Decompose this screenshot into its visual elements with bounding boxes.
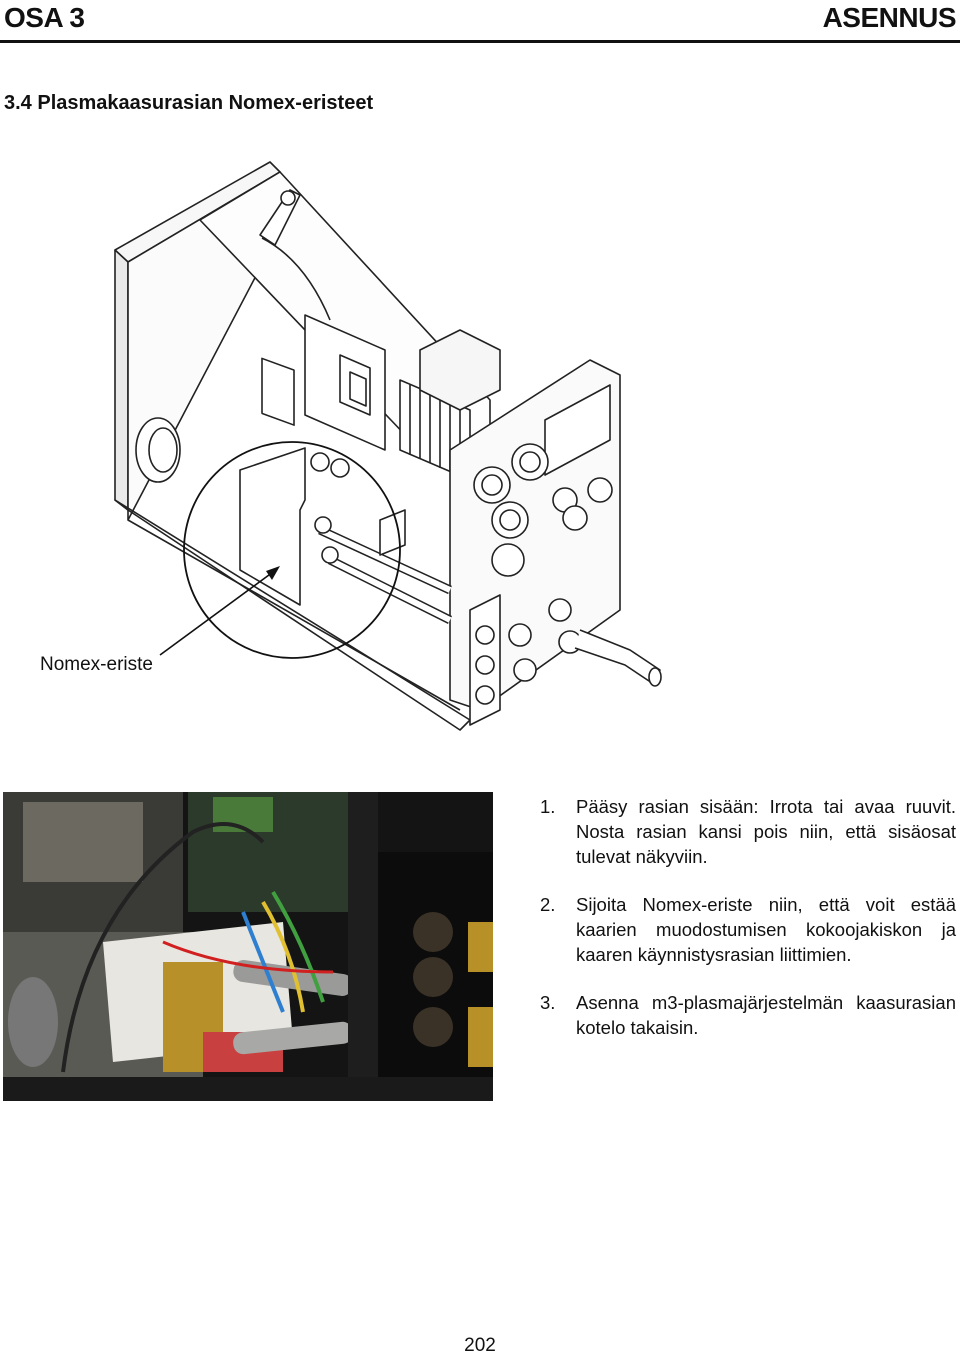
- section-title: 3.4 Plasmakaasurasian Nomex-eristeet: [4, 92, 374, 114]
- step-1: 1. Pääsy rasian sisään: Irrota tai avaa …: [540, 794, 956, 869]
- gas-box-diagram: [114, 161, 662, 731]
- step-text: Asenna m3-plasmajärjestelmän kaasurasian…: [576, 992, 956, 1038]
- nomex-callout-label: Nomex-eriste: [40, 654, 153, 675]
- step-text: Pääsy rasian sisään: Irrota tai avaa ruu…: [576, 796, 956, 867]
- step-3: 3. Asenna m3-plasmajärjestelmän kaasuras…: [540, 990, 956, 1040]
- step-number: 1.: [540, 796, 556, 817]
- header-rule: [0, 40, 960, 43]
- step-text: Sijoita Nomex-eriste niin, että voit est…: [576, 894, 956, 965]
- instruction-steps: 1. Pääsy rasian sisään: Irrota tai avaa …: [540, 794, 956, 1063]
- page-header: OSA 3 ASENNUS: [0, 0, 960, 44]
- step-number: 2.: [540, 894, 556, 915]
- step-number: 3.: [540, 992, 556, 1013]
- gas-box-photo: [3, 792, 493, 1101]
- chapter-label: ASENNUS: [822, 2, 957, 33]
- step-2: 2. Sijoita Nomex-eriste niin, että voit …: [540, 892, 956, 967]
- page-number: 202: [464, 1335, 496, 1356]
- section-label: OSA 3: [4, 2, 85, 33]
